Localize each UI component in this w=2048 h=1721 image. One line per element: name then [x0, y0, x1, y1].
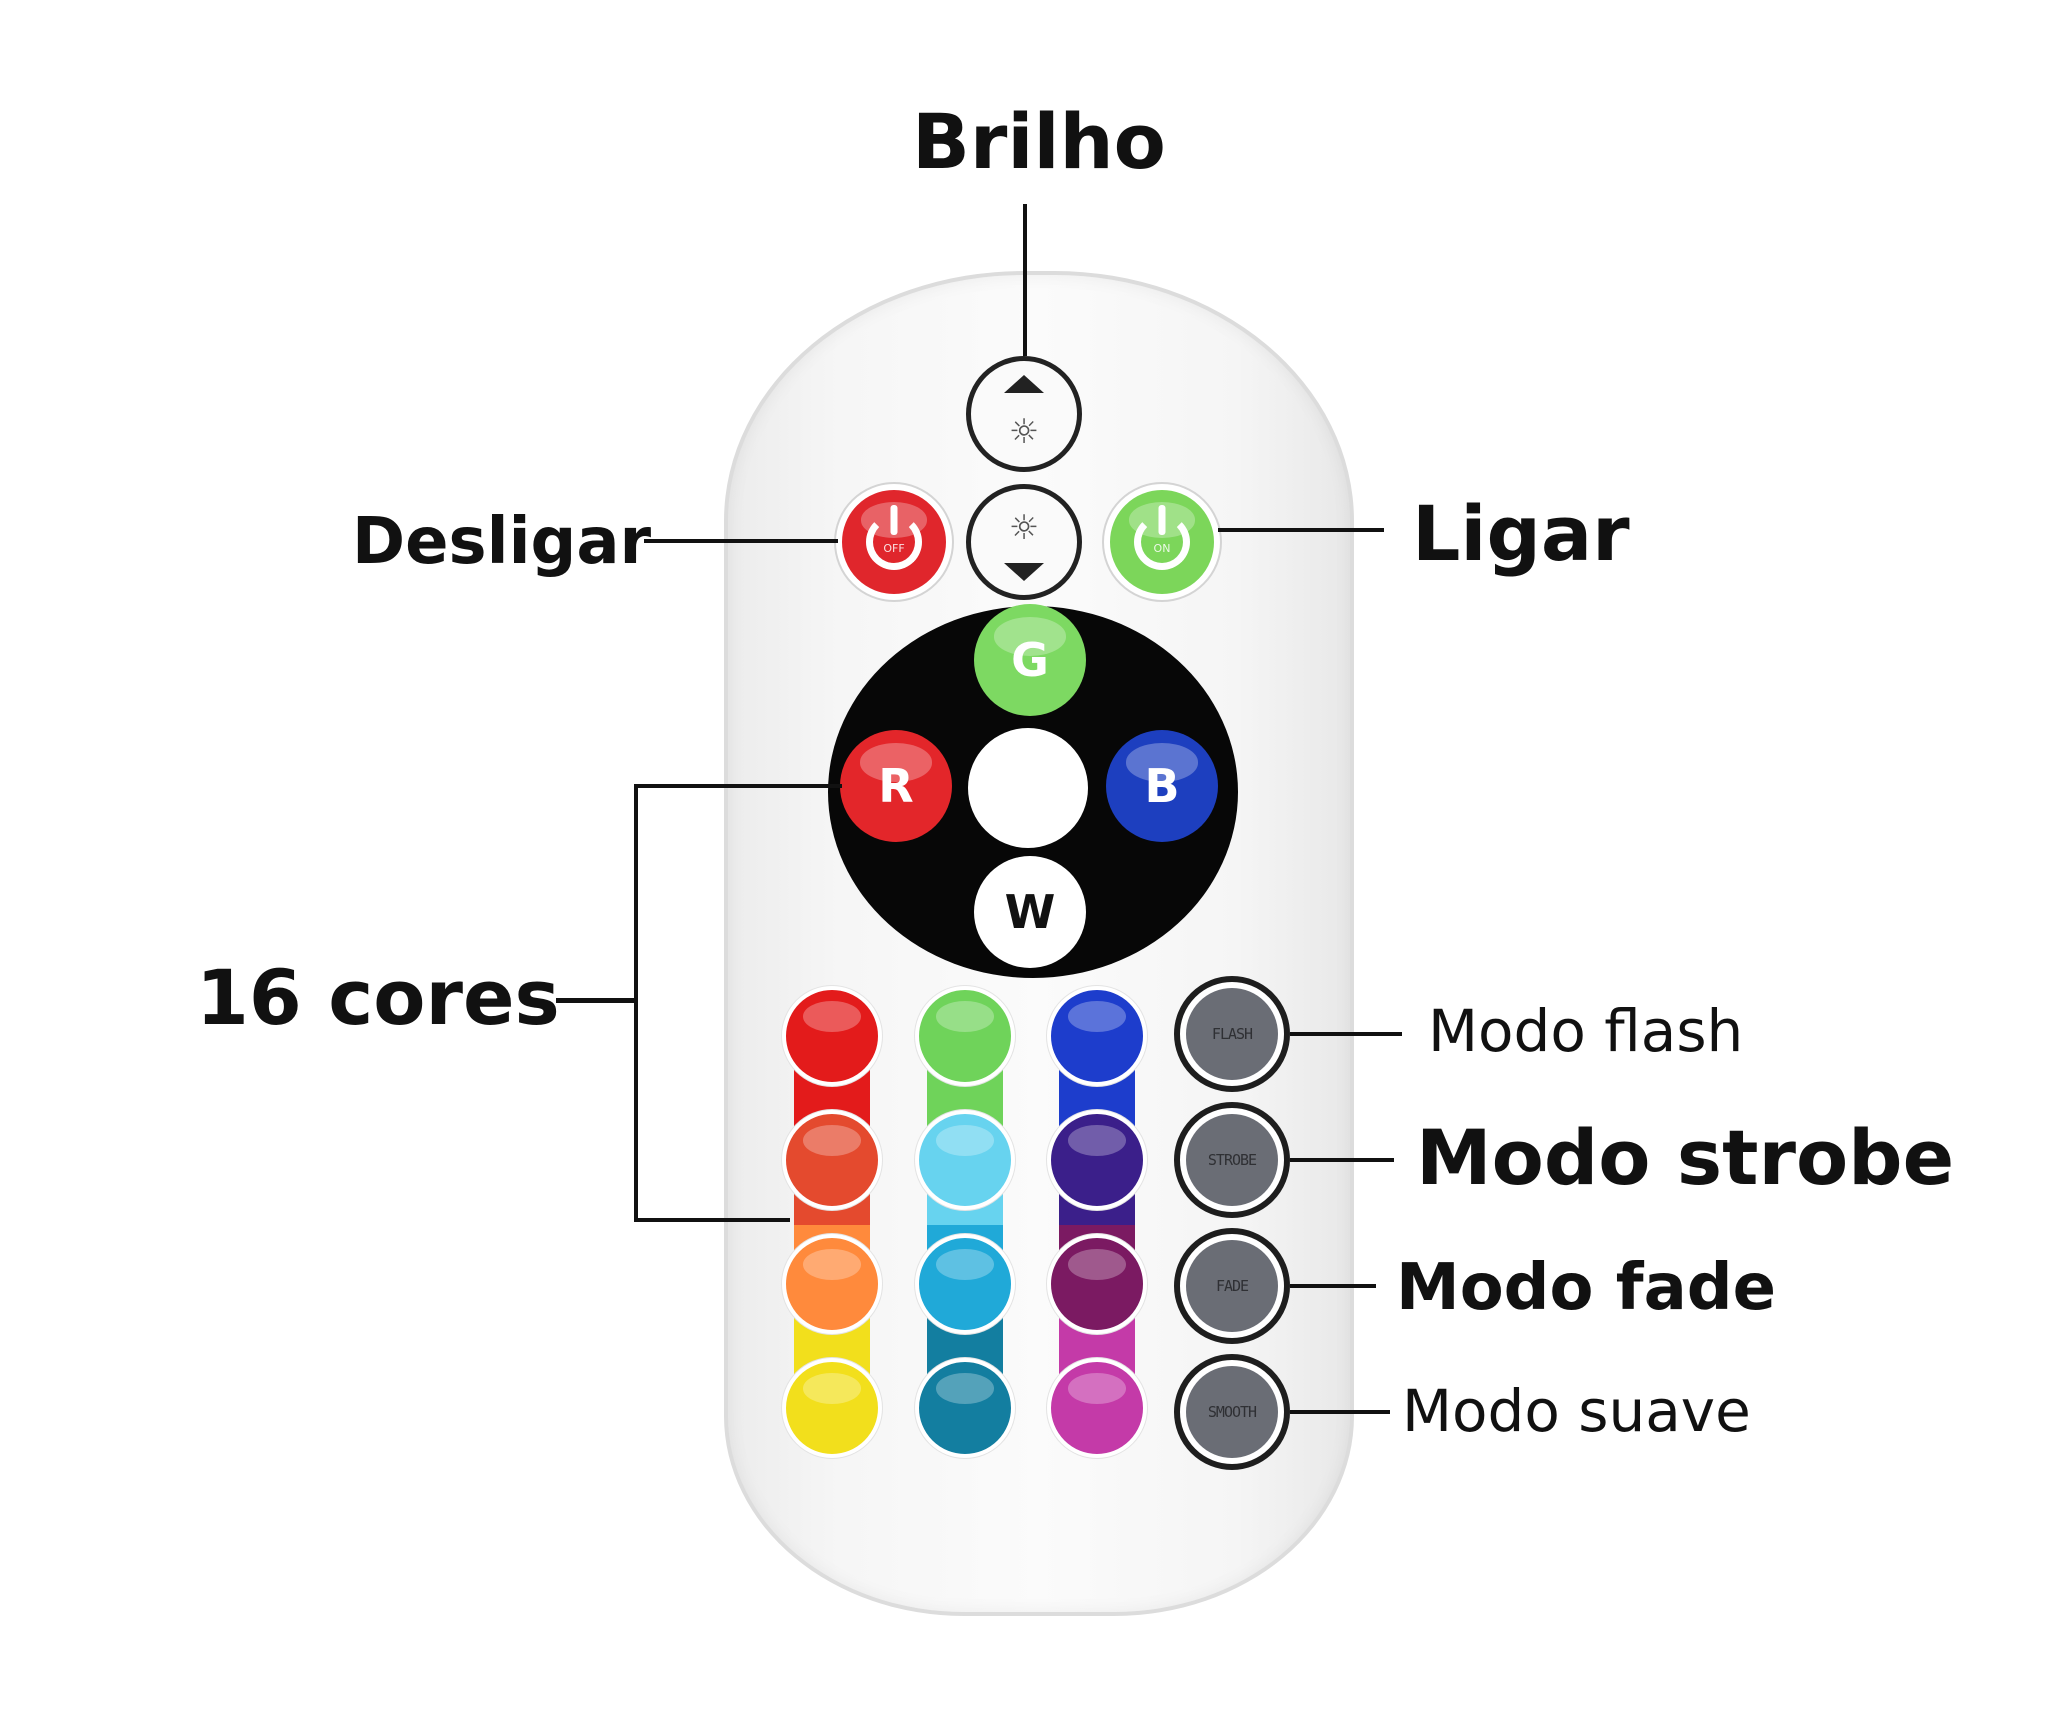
strobe-mode-button[interactable]: STROBE [1174, 1102, 1290, 1218]
on-leader-line [1218, 528, 1384, 532]
color-button-light-blue[interactable] [915, 1110, 1015, 1210]
color-button-red[interactable] [782, 986, 882, 1086]
brightness-down-button[interactable]: ☼ [966, 484, 1082, 600]
white-button-label: W [1004, 885, 1056, 939]
off-text: OFF [883, 542, 905, 555]
color-button-green[interactable] [915, 986, 1015, 1086]
on-label: Ligar [1412, 489, 1630, 578]
smooth-leader-line [1290, 1410, 1390, 1414]
color-button-indigo[interactable] [1047, 1110, 1147, 1210]
brightness-label: Brilho [912, 97, 1166, 186]
color-button-teal[interactable] [915, 1358, 1015, 1458]
red-button[interactable]: R [840, 730, 952, 842]
color-button-magenta[interactable] [1047, 1358, 1147, 1458]
off-label: Desligar [352, 505, 652, 579]
off-leader-line [644, 539, 838, 543]
power-on-icon [1134, 514, 1190, 570]
color-strip-2 [927, 1040, 1003, 1410]
color-button-orange[interactable] [782, 1234, 882, 1334]
fade-mode-button[interactable]: FADE [1174, 1228, 1290, 1344]
fade-mode-core: FADE [1186, 1240, 1278, 1332]
smooth-label: Modo suave [1402, 1377, 1751, 1445]
color-button-yellow[interactable] [782, 1358, 882, 1458]
color-strip-1 [794, 1040, 870, 1410]
white-center-button[interactable] [968, 728, 1088, 848]
strobe-label: Modo strobe [1416, 1113, 1955, 1202]
sun-icon: ☼ [1008, 508, 1040, 548]
flash-mode-core: FLASH [1186, 988, 1278, 1080]
flash-leader-line [1290, 1032, 1402, 1036]
colors-leader-stub [556, 998, 636, 1003]
flash-label: Modo flash [1428, 997, 1744, 1065]
blue-button[interactable]: B [1106, 730, 1218, 842]
color-button-orange-red[interactable] [782, 1110, 882, 1210]
green-button-label: G [1011, 633, 1049, 687]
sun-icon: ☼ [1008, 412, 1040, 452]
strobe-leader-line [1290, 1158, 1394, 1162]
fade-label: Modo fade [1396, 1251, 1776, 1325]
strobe-mode-core: STROBE [1186, 1114, 1278, 1206]
power-off-icon [866, 514, 922, 570]
fade-leader-line [1290, 1284, 1376, 1288]
power-on-button[interactable]: ON [1104, 484, 1220, 600]
red-button-label: R [878, 759, 914, 813]
arrow-down-icon [1004, 563, 1044, 581]
green-button[interactable]: G [974, 604, 1086, 716]
color-button-blue[interactable] [1047, 986, 1147, 1086]
white-button[interactable]: W [974, 856, 1086, 968]
arrow-up-icon [1004, 375, 1044, 393]
on-text: ON [1153, 542, 1171, 555]
color-button-cyan[interactable] [915, 1234, 1015, 1334]
color-button-plum[interactable] [1047, 1234, 1147, 1334]
colors-bracket-bottom [634, 1218, 790, 1222]
flash-mode-button[interactable]: FLASH [1174, 976, 1290, 1092]
brightness-leader-line [1023, 204, 1027, 356]
blue-button-label: B [1144, 759, 1180, 813]
colors-label: 16 cores [196, 953, 560, 1042]
color-strip-3 [1059, 1040, 1135, 1410]
colors-bracket-vertical [634, 784, 638, 1222]
smooth-mode-button[interactable]: SMOOTH [1174, 1354, 1290, 1470]
smooth-mode-core: SMOOTH [1186, 1366, 1278, 1458]
brightness-up-button[interactable]: ☼ [966, 356, 1082, 472]
power-off-button[interactable]: OFF [836, 484, 952, 600]
colors-bracket-top [634, 784, 842, 788]
